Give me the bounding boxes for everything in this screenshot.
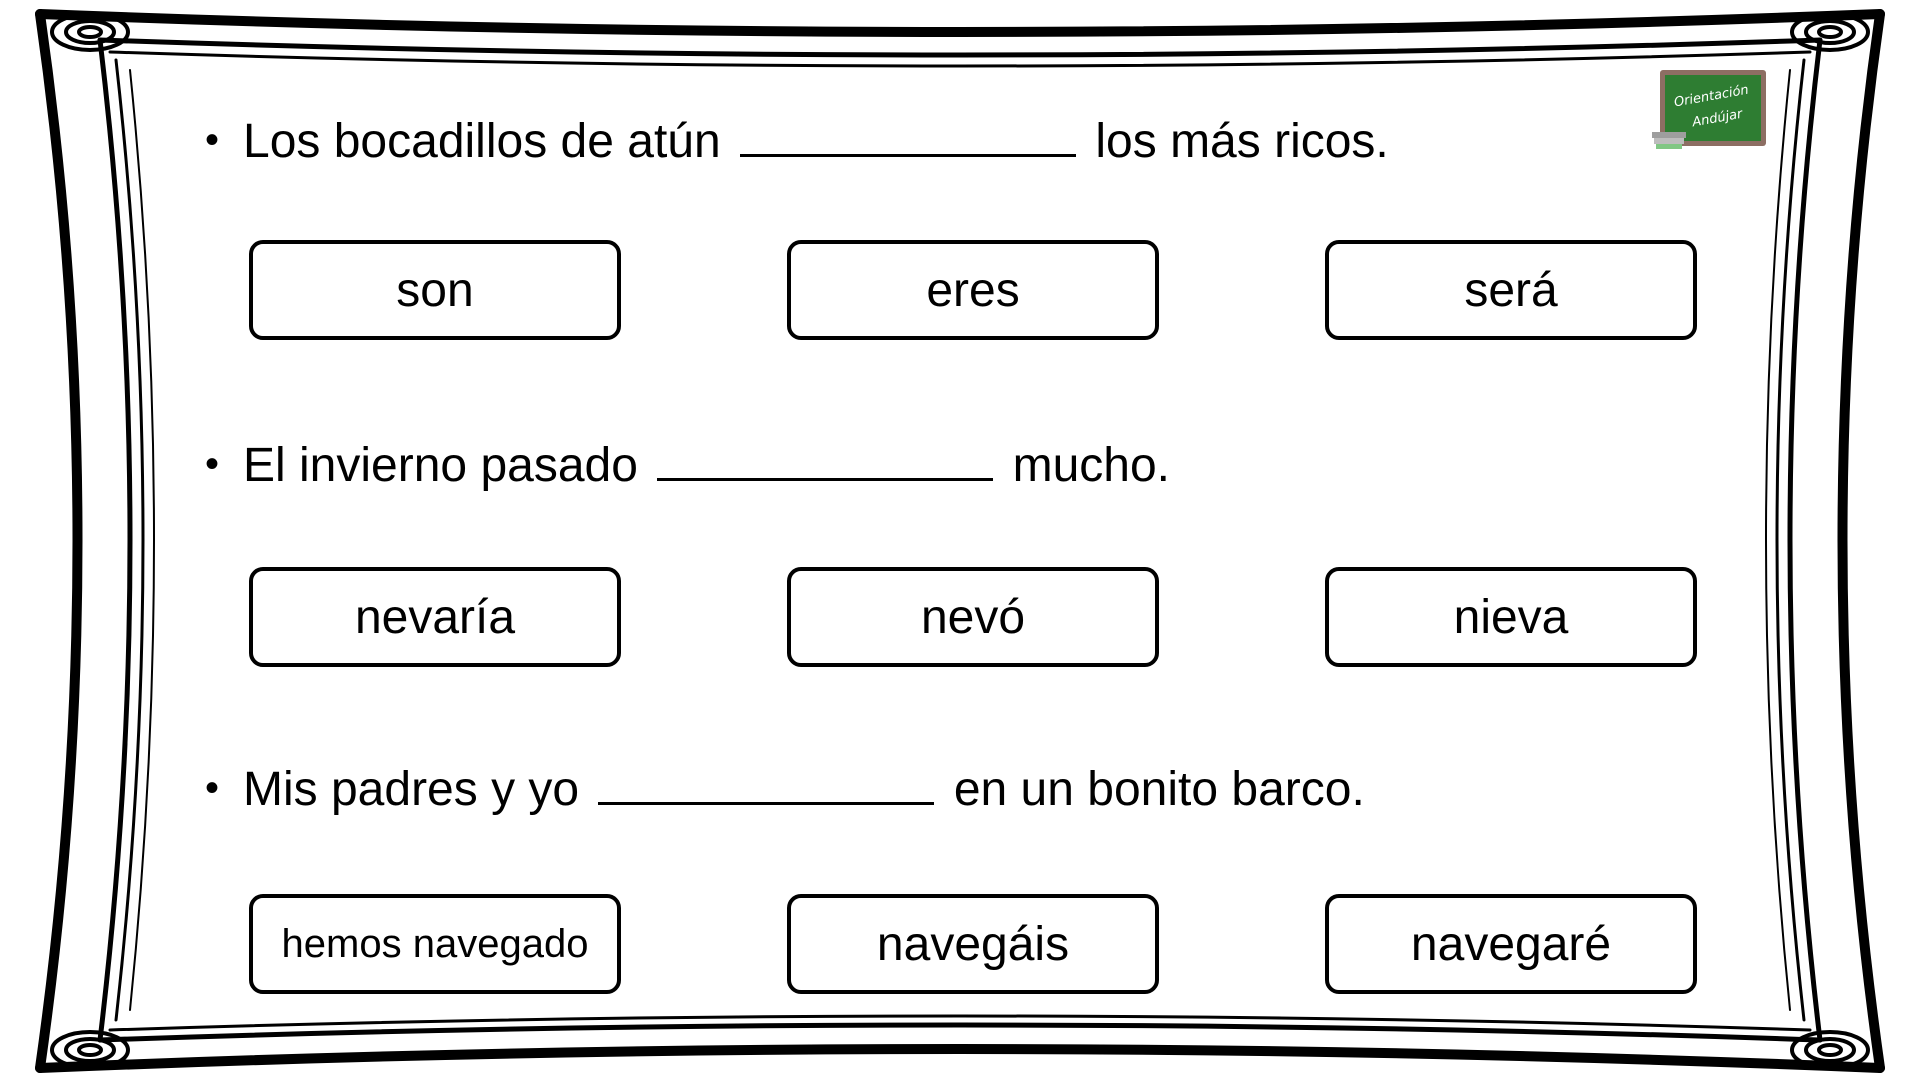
question-3-text-before: Mis padres y yo — [243, 763, 580, 816]
question-1: • Los bocadillos de atún los más ricos. — [205, 118, 1389, 166]
question-2: • El invierno pasado mucho. — [205, 442, 1170, 490]
option-1-3-button[interactable]: será — [1325, 240, 1697, 340]
question-3-text-after: en un bonito barco. — [953, 763, 1365, 816]
question-3: • Mis padres y yo en un bonito barco. — [205, 766, 1365, 814]
orientacion-andujar-logo: Orientación Andújar — [1652, 70, 1766, 149]
option-3-3-button[interactable]: navegaré — [1325, 894, 1697, 994]
answer-blank-1 — [740, 153, 1077, 157]
chalkboard-icon — [1665, 75, 1761, 141]
option-3-2-button[interactable]: navegáis — [787, 894, 1159, 994]
bullet: • — [205, 118, 220, 162]
option-2-1-button[interactable]: nevaría — [249, 567, 621, 667]
question-1-text-before: Los bocadillos de atún — [243, 115, 721, 168]
option-1-1-button[interactable]: son — [249, 240, 621, 340]
bullet: • — [205, 442, 220, 486]
answer-blank-2 — [657, 477, 994, 481]
bullet: • — [205, 766, 220, 810]
answer-blank-3 — [598, 801, 935, 805]
question-2-text-before: El invierno pasado — [243, 439, 638, 492]
option-2-2-button[interactable]: nevó — [787, 567, 1159, 667]
option-2-3-button[interactable]: nieva — [1325, 567, 1697, 667]
option-3-1-button[interactable]: hemos navegado — [249, 894, 621, 994]
question-2-text-after: mucho. — [1012, 439, 1171, 492]
option-1-2-button[interactable]: eres — [787, 240, 1159, 340]
question-1-text-after: los más ricos. — [1095, 115, 1389, 168]
